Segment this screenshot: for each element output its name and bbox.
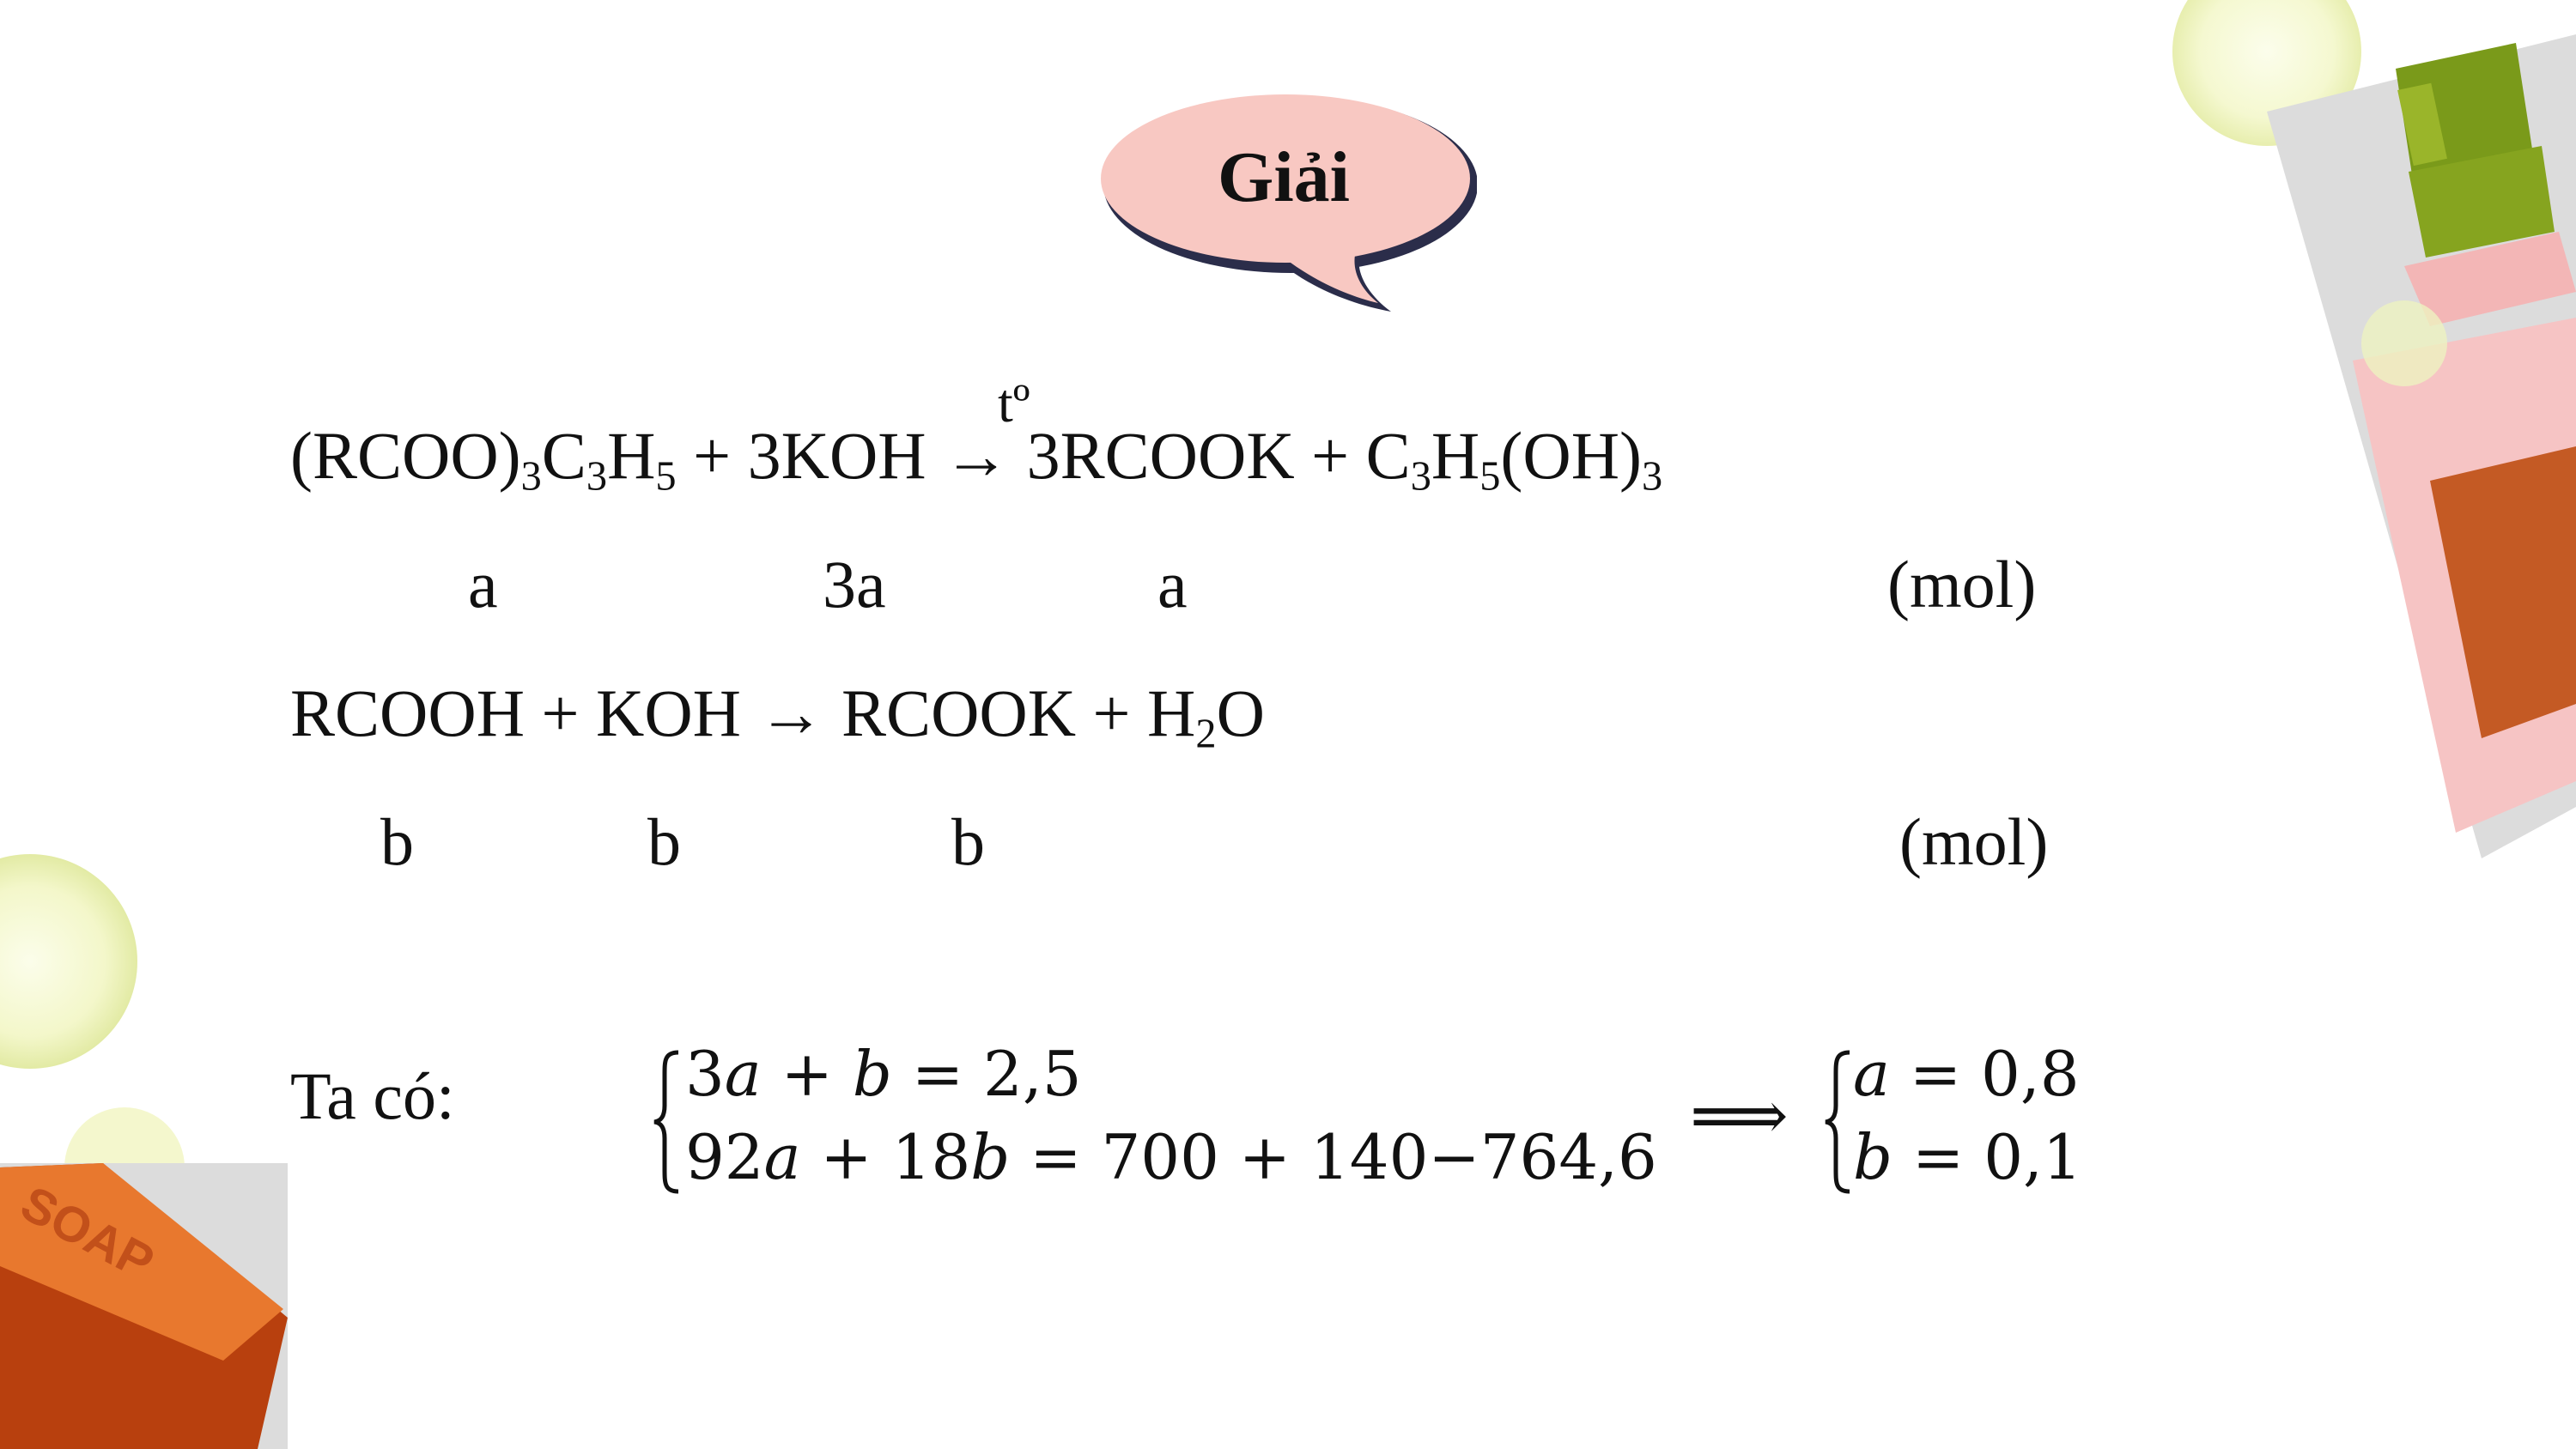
- soap-illustration: SOAP: [0, 1163, 292, 1449]
- right-brace: [1822, 1049, 1856, 1195]
- mole-coef-b3: b: [951, 804, 985, 879]
- equation-2: RCOOH + KOH → RCOOK + H2O: [290, 676, 1265, 757]
- bubble-decoration-left: [0, 850, 146, 1090]
- mole-coef-a2: a: [1157, 547, 1188, 621]
- result-b: 𝑏 = 0,1: [1853, 1121, 2082, 1193]
- mole-coef-a: a: [468, 547, 498, 621]
- system-equation-1: 3𝑎 + 𝑏 = 2,5: [685, 1038, 1082, 1110]
- speech-bubble: [1095, 90, 1477, 322]
- result-a: 𝑎 = 0,8: [1853, 1038, 2080, 1110]
- mole-coef-b1: b: [380, 804, 414, 879]
- mole-unit-1: (mol): [1887, 547, 2037, 621]
- mole-unit-2: (mol): [1899, 804, 2049, 879]
- implies-symbol: ⟹: [1690, 1076, 1789, 1155]
- page-title: Giải: [1218, 137, 1351, 217]
- mole-coef-b2: b: [647, 804, 681, 879]
- left-brace: [651, 1049, 685, 1195]
- system-equation-2: 92𝑎 + 18𝑏 = 700 + 140−764,6: [685, 1121, 1657, 1193]
- mole-coef-3a: 3a: [823, 547, 886, 621]
- system-label: Ta có:: [290, 1058, 455, 1133]
- reaction-condition: tº: [998, 373, 1030, 433]
- equation-1: (RCOO)3C3H5 + 3KOH → 3RCOOK + C3H5(OH)3: [290, 418, 1663, 500]
- bottle-illustration: [2258, 34, 2576, 876]
